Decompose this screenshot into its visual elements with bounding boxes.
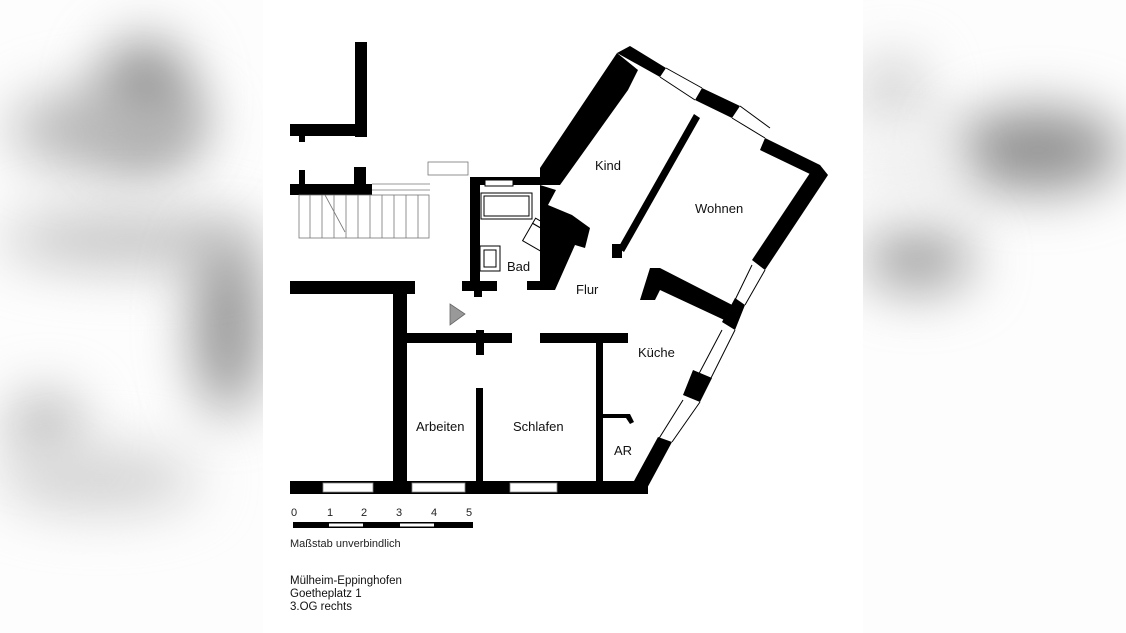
address-street: Goetheplatz 1 bbox=[290, 588, 362, 600]
window bbox=[411, 482, 466, 493]
wall bbox=[290, 184, 372, 195]
wall bbox=[462, 281, 497, 291]
blurred-background-right bbox=[863, 0, 1126, 633]
room-label-wohnen: Wohnen bbox=[695, 201, 744, 216]
wall bbox=[612, 244, 622, 258]
wall bbox=[476, 330, 484, 355]
window bbox=[509, 482, 558, 493]
window bbox=[322, 482, 374, 493]
address-floor: 3.OG rechts bbox=[290, 601, 352, 613]
wall bbox=[752, 170, 828, 270]
wall bbox=[540, 185, 590, 290]
room-label-kind: Kind bbox=[595, 158, 622, 173]
scale-tick-3: 3 bbox=[396, 507, 403, 519]
wall bbox=[470, 177, 480, 287]
scale-tick-5: 5 bbox=[466, 507, 473, 519]
wall bbox=[355, 42, 367, 137]
wall bbox=[407, 333, 512, 343]
room-label-bad: Bad bbox=[507, 259, 531, 274]
wall bbox=[695, 88, 740, 118]
wall bbox=[596, 342, 603, 484]
room-label-schlafen: Schlafen bbox=[513, 419, 564, 434]
room-label-kueche: Küche bbox=[638, 345, 675, 360]
scale-tick-0: 0 bbox=[291, 507, 298, 519]
wall bbox=[476, 388, 483, 483]
room-label-flur: Flur bbox=[576, 282, 599, 297]
blurred-background-left bbox=[0, 0, 263, 633]
wall bbox=[540, 333, 628, 343]
room-label-arbeiten: Arbeiten bbox=[416, 419, 465, 434]
floorplan-panel: Kind Wohnen Bad Flur Küche Arbeiten Schl… bbox=[263, 0, 863, 633]
wall bbox=[290, 124, 367, 136]
wall bbox=[628, 437, 672, 492]
wall bbox=[299, 136, 305, 142]
address-district: Mülheim-Eppinghofen bbox=[290, 575, 402, 587]
wall bbox=[527, 281, 549, 290]
wall bbox=[603, 414, 634, 424]
wall bbox=[290, 481, 648, 494]
wall bbox=[618, 114, 700, 252]
scale-bar bbox=[293, 522, 473, 528]
scale-tick-1: 1 bbox=[327, 507, 334, 519]
wall bbox=[393, 281, 407, 493]
wall bbox=[760, 138, 828, 175]
wall bbox=[640, 268, 742, 325]
wall bbox=[540, 53, 638, 185]
wall bbox=[299, 170, 305, 184]
scale-tick-4: 4 bbox=[431, 507, 438, 519]
wall bbox=[683, 370, 712, 402]
wall bbox=[617, 46, 666, 77]
entrance-marker-icon bbox=[449, 303, 466, 326]
wall bbox=[474, 291, 482, 297]
scale-tick-2: 2 bbox=[361, 507, 368, 519]
room-label-ar: AR bbox=[614, 443, 633, 458]
wall bbox=[290, 281, 415, 294]
address-block: Mülheim-Eppinghofen Goetheplatz 1 3.OG r… bbox=[290, 575, 402, 614]
scale-caption: Maßstab unverbindlich bbox=[290, 538, 401, 550]
wall bbox=[354, 167, 366, 184]
floorplan-drawing bbox=[290, 42, 828, 528]
